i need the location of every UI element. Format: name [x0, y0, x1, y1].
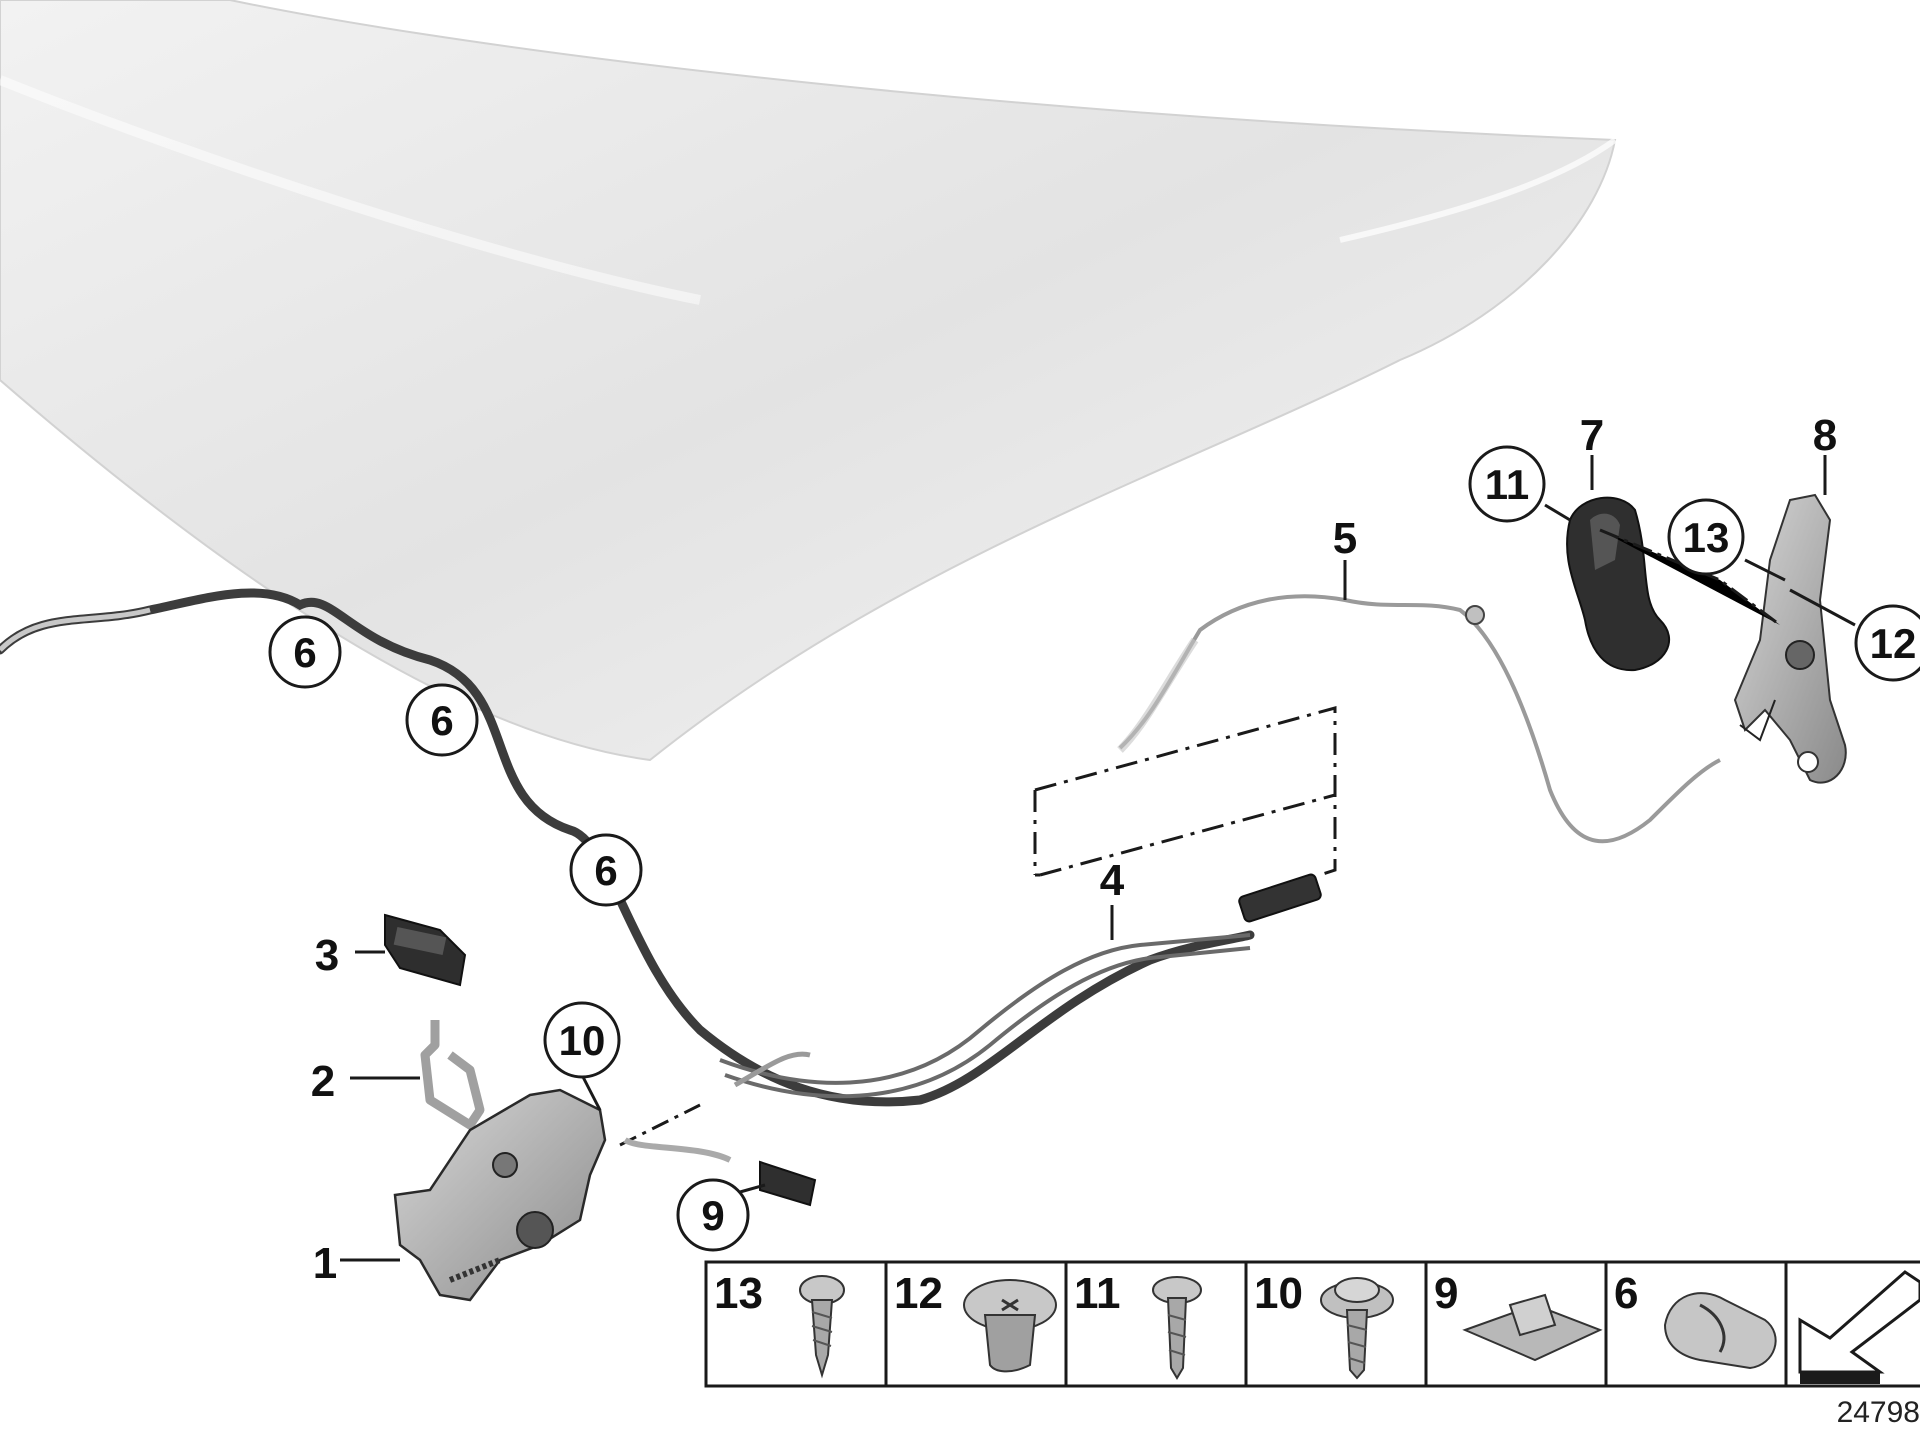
hood-latch-icon — [340, 1088, 607, 1302]
callout-6b: 6 — [405, 683, 479, 757]
svg-text:10: 10 — [559, 1017, 606, 1064]
fastener-6-label: 6 — [1614, 1269, 1638, 1318]
callout-13: 13 — [1667, 498, 1745, 576]
svg-text:13: 13 — [1683, 514, 1730, 561]
callout-10: 10 — [543, 1001, 621, 1079]
svg-text:12: 12 — [1870, 620, 1917, 667]
svg-text:11: 11 — [1485, 461, 1529, 508]
fastener-legend-strip: 13 12 11 10 9 — [704, 1260, 1920, 1388]
callout-1: 1 — [313, 1239, 337, 1288]
callout-5: 5 — [1333, 514, 1357, 563]
callout-leaders-upper — [1110, 455, 1856, 940]
bowden-cable — [0, 588, 1255, 1107]
svg-text:6: 6 — [594, 847, 617, 894]
fastener-11-icon — [1152, 1276, 1202, 1380]
cable-assembly-5 — [1117, 594, 1721, 844]
callout-2: 2 — [311, 1057, 335, 1106]
fastener-9-label: 9 — [1434, 1269, 1458, 1318]
svg-text:6: 6 — [293, 629, 316, 676]
diagram-reference-number: 24798 — [1837, 1396, 1920, 1429]
latch-connecting-cable — [619, 1051, 811, 1147]
callout-6c: 6 — [569, 833, 643, 907]
fastener-10-icon — [1320, 1277, 1394, 1380]
callout-11: 11 — [1468, 445, 1546, 523]
callout-12: 12 — [1854, 604, 1920, 682]
fastener-11-label: 11 — [1074, 1269, 1121, 1318]
callout-8: 8 — [1813, 411, 1837, 460]
svg-text:6: 6 — [430, 697, 453, 744]
callout-9: 9 — [676, 1178, 750, 1252]
svg-text:9: 9 — [701, 1192, 724, 1239]
hood-catch-hook-icon — [350, 1020, 485, 1130]
buffer-part-icon — [355, 913, 467, 987]
fastener-12-icon — [963, 1279, 1057, 1373]
handle-bracket-icon — [1733, 493, 1847, 784]
release-handle-icon — [1566, 496, 1671, 672]
fastener-10-label: 10 — [1254, 1269, 1303, 1318]
callout-6a: 6 — [268, 615, 342, 689]
fastener-13-icon — [799, 1275, 845, 1379]
hood-contact-switch-icon — [623, 1137, 817, 1207]
fastener-9-icon — [1462, 1293, 1603, 1362]
fastener-13-label: 13 — [714, 1269, 763, 1318]
cable-assembly-4 — [719, 706, 1337, 1099]
fastener-12-label: 12 — [894, 1269, 943, 1318]
callout-7: 7 — [1580, 411, 1604, 460]
callout-4: 4 — [1100, 856, 1125, 905]
fastener-6-icon — [1663, 1292, 1777, 1370]
callout-3: 3 — [315, 931, 339, 980]
callout-leader-10 — [580, 1074, 602, 1111]
hood-panel-icon — [0, 0, 1617, 762]
direction-arrow-icon — [1798, 1270, 1920, 1384]
